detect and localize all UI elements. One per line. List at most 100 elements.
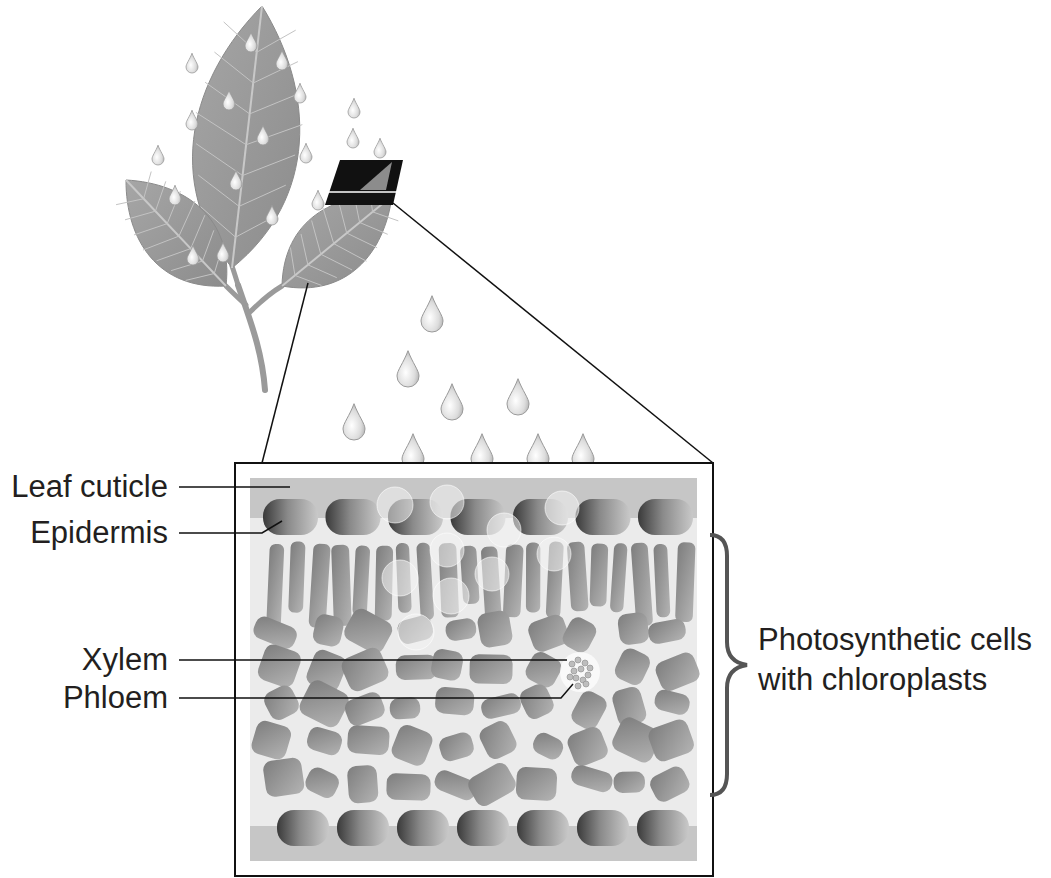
part-label: Phloem [63, 678, 168, 718]
water-droplet [507, 379, 529, 415]
epidermis-cell [326, 499, 381, 535]
water-droplet [421, 296, 443, 332]
water-droplet [348, 98, 360, 118]
spongy-cell [617, 611, 650, 645]
leaf-vein [347, 233, 377, 248]
spongy-cell [261, 682, 302, 723]
leaf-vein [191, 215, 205, 248]
part-label: Photosynthetic cells with chloroplasts [758, 620, 1044, 700]
spongy-cell [444, 617, 477, 642]
zoom-line [262, 283, 308, 463]
leaf-vein [246, 125, 302, 145]
water-droplet [347, 128, 359, 148]
spongy-cell [469, 654, 512, 684]
plant [226, 266, 282, 390]
spongy-cell [653, 688, 692, 717]
water-droplet [343, 404, 365, 440]
palisade-cell [266, 544, 284, 628]
water-droplet [245, 32, 257, 52]
vascular-cell [571, 668, 577, 674]
spongy-cell [515, 767, 557, 802]
spongy-cell [646, 717, 697, 764]
water-in-tissue [377, 487, 413, 523]
spongy-cell [347, 765, 379, 804]
spongy-cell [395, 654, 437, 680]
leaf-vein [360, 222, 388, 234]
leaf-vein [321, 254, 352, 270]
spongy-cell [559, 614, 599, 655]
epidermis-cell [397, 810, 449, 846]
spongy-cell [653, 650, 702, 694]
epidermis-cell [577, 810, 629, 846]
leaf-vein [373, 212, 399, 221]
leaf-vein [196, 112, 246, 144]
leaf-vein [202, 230, 213, 261]
water-in-tissue [382, 560, 418, 596]
water-droplet [257, 125, 269, 145]
spongy-cell [647, 763, 693, 805]
leaf-vein [290, 247, 295, 275]
leaf-vein [125, 211, 155, 220]
leaf-vein [243, 155, 296, 176]
palisade-cell [589, 543, 608, 606]
illustration-part [343, 296, 594, 470]
leaf-blade [282, 196, 392, 288]
stem-branch [232, 266, 238, 285]
vascular-cell [573, 675, 579, 681]
epidermis-cell [637, 810, 689, 846]
vascular-cell [582, 660, 588, 666]
spongy-cell [389, 722, 435, 768]
spongy-cell [477, 718, 520, 762]
magnified-region [325, 160, 403, 205]
water-in-tissue [545, 491, 579, 525]
water-in-tissue [537, 537, 571, 571]
water-droplet [186, 53, 198, 73]
spongy-cell [434, 686, 475, 716]
epidermis-cell [457, 810, 509, 846]
water-in-tissue [487, 513, 521, 547]
spongy-cell [479, 691, 522, 720]
magnified-region-edge [325, 191, 398, 193]
water-droplet [266, 205, 278, 225]
stem-branch [250, 286, 282, 312]
vascular-cell [587, 665, 593, 671]
leaf-vein [116, 199, 144, 205]
leader-line [179, 659, 567, 661]
epidermis-cell [263, 499, 318, 535]
spongy-cell [465, 760, 519, 809]
part-label: Leaf cuticle [11, 467, 168, 507]
spongy-cell [249, 719, 293, 762]
water-droplet [152, 145, 164, 165]
vascular-bundle-halo [560, 652, 600, 692]
bracket [710, 535, 747, 795]
illustration-part [152, 32, 386, 265]
leaf-blade [126, 180, 227, 286]
spongy-cell [530, 730, 566, 763]
leaf-tissue [250, 478, 697, 861]
illustration-part [377, 485, 579, 650]
leaf-vein [308, 265, 337, 278]
vascular-cell [585, 672, 591, 678]
palisade-cell [675, 542, 696, 622]
leader-line [179, 684, 573, 698]
water-in-tissue [475, 557, 509, 591]
spongy-cell [296, 677, 351, 730]
leaf-vein [143, 236, 179, 250]
water-droplet [276, 50, 288, 70]
water-droplet [300, 143, 312, 163]
spongy-cell [339, 645, 392, 694]
vascular-cell [575, 657, 581, 663]
vascular-bundle [560, 652, 600, 692]
epidermis-cell [337, 810, 389, 846]
spongy-cell [311, 613, 345, 649]
leaf-vein [214, 52, 253, 83]
zoom-line [393, 203, 713, 463]
epidermis-cell [638, 499, 693, 535]
spongy-cell [429, 648, 464, 683]
water-droplet [187, 245, 199, 265]
palisade-cell [352, 545, 370, 616]
water-droplet [217, 242, 229, 262]
leaf-vein [301, 234, 308, 265]
leaf-vein [186, 274, 215, 281]
leaf-vein [253, 62, 298, 83]
